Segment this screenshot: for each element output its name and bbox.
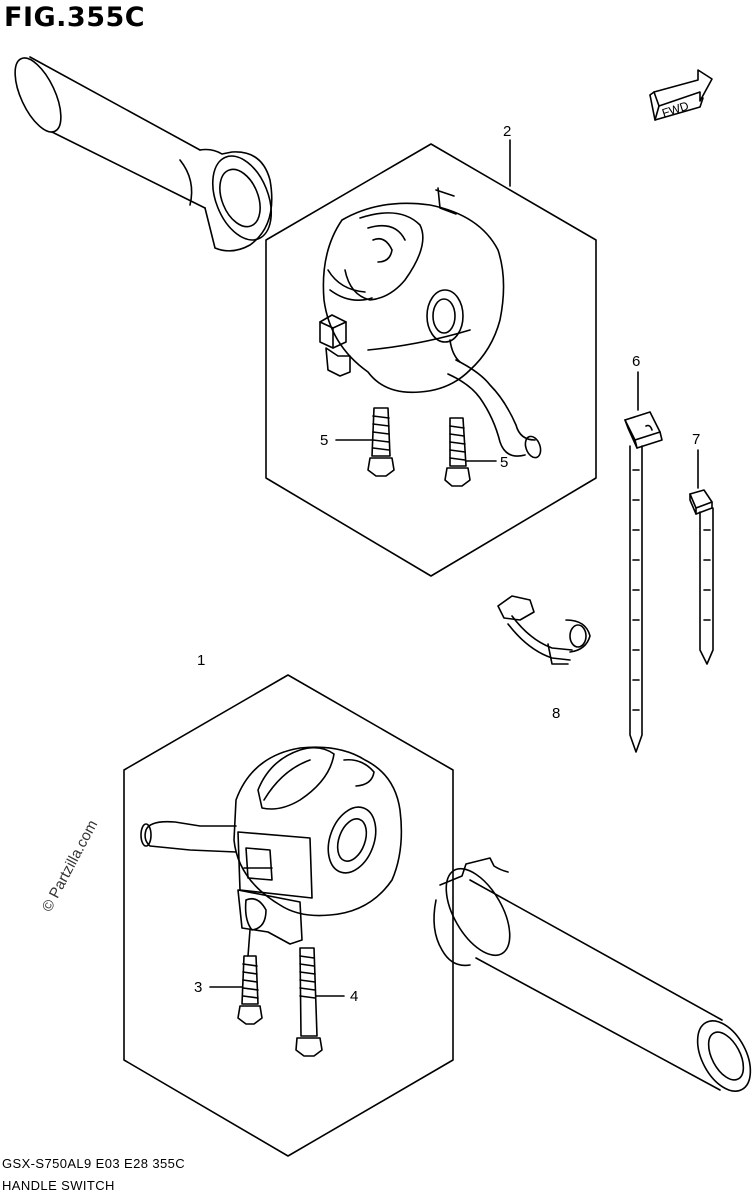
callout-2: 3: [194, 979, 202, 996]
figure-title: FIG.355C: [4, 2, 146, 33]
screw-3-drawing: [295, 947, 323, 1057]
callout-5b: 5: [500, 454, 508, 471]
cable-tie-7-drawing: [689, 489, 714, 665]
callout-3: 4: [350, 988, 358, 1005]
callout-1: 1: [197, 652, 205, 669]
screw-5b-drawing: [444, 417, 471, 487]
callout-4: 2: [503, 123, 511, 140]
right-grip-drawing: [433, 857, 752, 1092]
fwd-label: FWD: [660, 98, 691, 120]
fwd-arrow-icon: [649, 69, 713, 121]
left-switch-housing-drawing: [140, 746, 403, 957]
assembly-4-frame: [265, 143, 597, 577]
cable-tie-6-drawing: [624, 411, 663, 753]
callout-5a: 5: [320, 432, 328, 449]
model-code: GSX-S750AL9 E03 E28 355C: [2, 1156, 186, 1171]
callout-8: 8: [552, 705, 560, 722]
callout-6: 6: [632, 353, 640, 370]
clamp-8-drawing: [497, 595, 591, 665]
figure-caption: HANDLE SWITCH: [2, 1178, 115, 1193]
callout-7: 7: [692, 431, 700, 448]
screw-2-drawing: [237, 955, 263, 1025]
right-switch-housing-drawing: [319, 187, 542, 459]
screw-5a-drawing: [367, 407, 395, 477]
assembly-1-frame: [123, 674, 454, 1157]
left-grip-drawing: [14, 56, 273, 252]
